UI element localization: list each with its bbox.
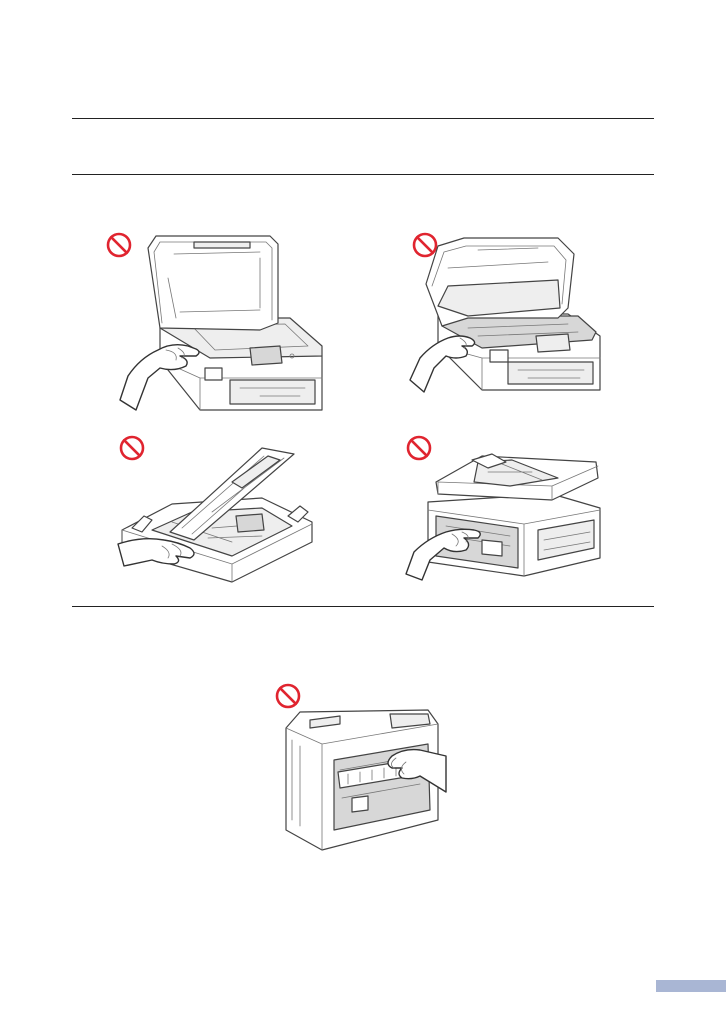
lower-rule [72, 606, 654, 607]
prohibition-icon [121, 437, 143, 459]
prohibition-icon [408, 437, 430, 459]
top-rule [72, 118, 654, 119]
figure-scanner-unit-open [408, 228, 608, 413]
printer-illustration [406, 454, 600, 580]
printer-illustration [410, 238, 600, 392]
figure-printer-front-jam [402, 432, 612, 587]
figure-scanner-cover-open [100, 228, 335, 413]
figure-printer-back-jam [270, 680, 455, 860]
printer-illustration [120, 236, 322, 410]
middle-rule [72, 174, 654, 175]
paper-tray-illustration [118, 448, 312, 582]
page-index-tab [656, 980, 726, 992]
figure-paper-tray [112, 432, 322, 587]
prohibition-icon [277, 685, 299, 707]
prohibition-icon [414, 234, 436, 256]
prohibition-icon [108, 234, 130, 256]
printer-illustration [286, 710, 446, 850]
